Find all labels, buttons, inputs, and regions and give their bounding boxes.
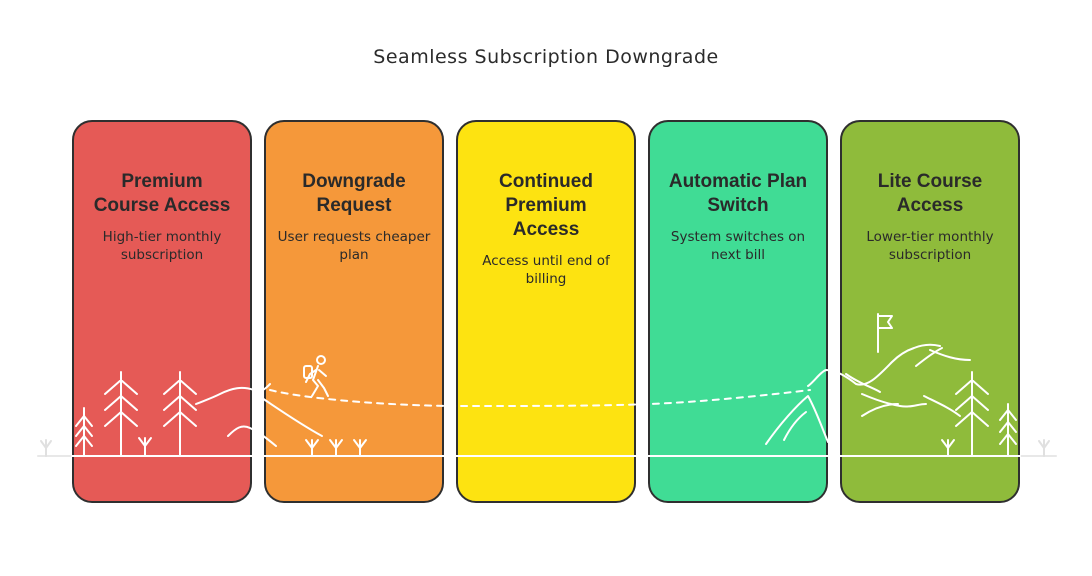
stage-description: High-tier monthly subscription [102,229,222,263]
diagram-title: Seamless Subscription Downgrade [373,46,719,68]
stage-title: Automatic Plan Switch [668,171,808,216]
stage-lite-course-access: Lite Course Access Lower-tier monthly su… [840,120,1020,503]
stage-description: Lower-tier monthly subscription [866,229,994,263]
stage-downgrade-request: Downgrade Request User requests cheaper … [264,120,444,503]
stage-description: User requests cheaper plan [277,229,431,263]
stage-premium-course-access: Premium Course Access High-tier monthly … [72,120,252,503]
stage-description: Access until end of billing [482,253,610,287]
stage-title: Downgrade Request [302,171,406,216]
stage-title: Lite Course Access [877,171,983,216]
stage-description: System switches on next bill [670,229,806,263]
stage-title: Premium Course Access [93,171,231,216]
stage-automatic-plan-switch: Automatic Plan Switch System switches on… [648,120,828,503]
stage-continued-premium-access: Continued Premium Access Access until en… [456,120,636,503]
stage-title: Continued Premium Access [499,171,593,240]
